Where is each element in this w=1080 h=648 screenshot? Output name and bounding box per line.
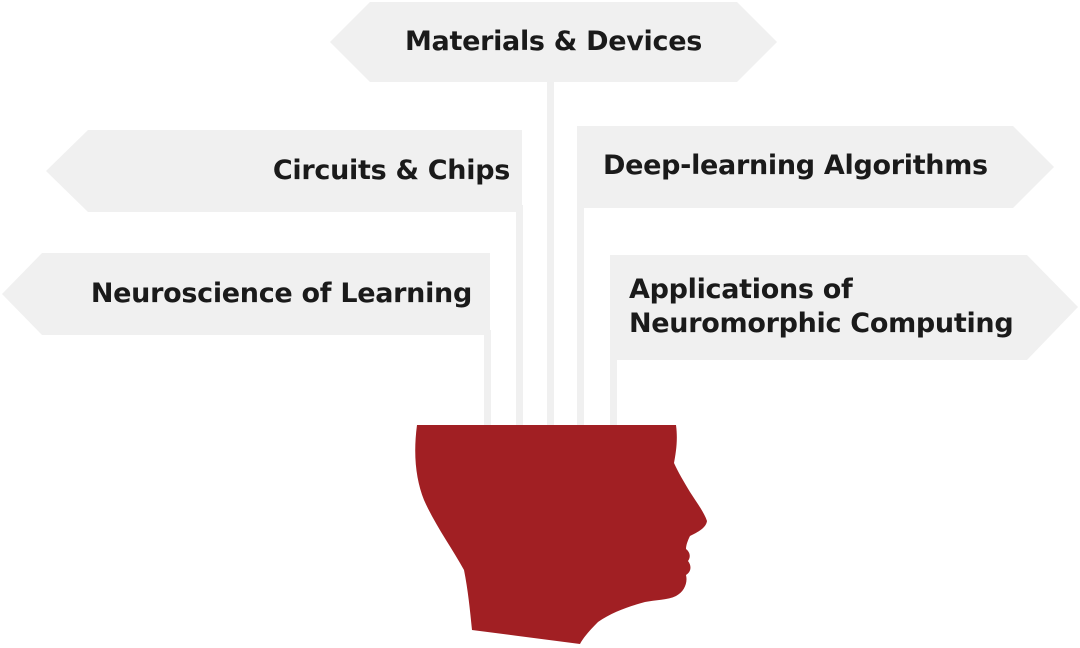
- sign-applications-neuromorphic: [610, 255, 1078, 360]
- sign-neuroscience-of-learning: [2, 253, 490, 335]
- pole-right-upper: [577, 205, 584, 430]
- label-circuits-chips: Circuits & Chips: [272, 155, 510, 186]
- human-head-silhouette-icon: [415, 425, 707, 644]
- label-applications-line-1: Applications of: [629, 274, 853, 305]
- sign-deep-learning-algorithms: [577, 126, 1054, 208]
- label-applications-line-2: Neuromorphic Computing: [629, 308, 1014, 339]
- pole-left-lower: [484, 330, 491, 430]
- pole-right-lower: [610, 355, 617, 430]
- sign-circuits-chips: [46, 130, 522, 212]
- label-materials-devices: Materials & Devices: [404, 26, 703, 57]
- label-deep-learning-algorithms: Deep-learning Algorithms: [603, 150, 988, 181]
- pole-left-upper: [516, 205, 523, 430]
- pole-center: [547, 80, 554, 430]
- label-neuroscience-of-learning: Neuroscience of Learning: [90, 278, 472, 309]
- sign-top-materials-devices: [330, 2, 777, 82]
- label-applications-neuromorphic: Applications of Neuromorphic Computing: [629, 273, 1014, 341]
